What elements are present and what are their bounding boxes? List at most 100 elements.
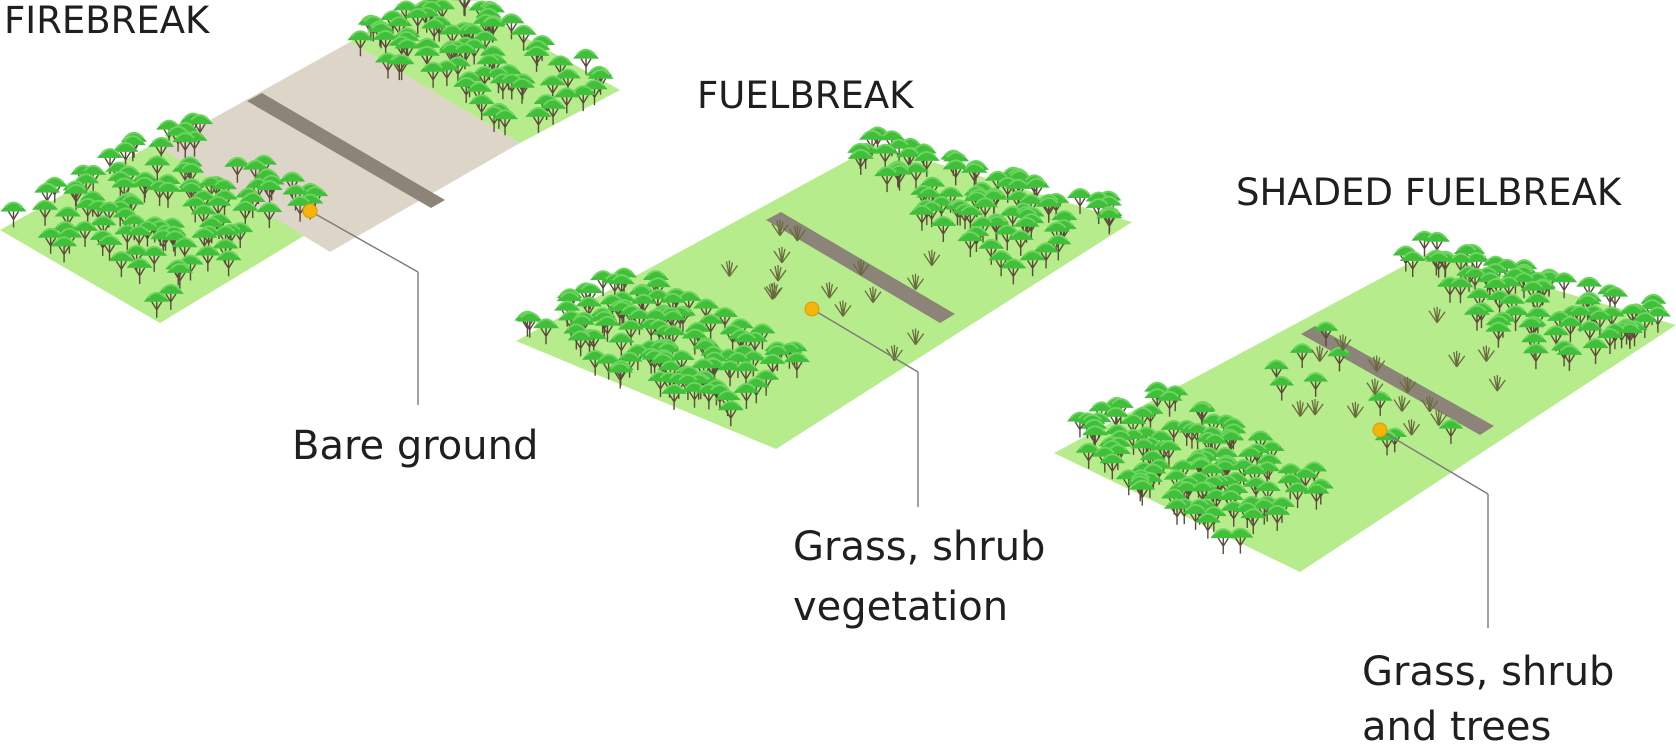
tree-icon xyxy=(1198,463,1225,490)
tree-icon xyxy=(126,225,153,252)
tree-icon xyxy=(239,192,266,219)
tree-icon xyxy=(95,201,122,228)
shrub-icon xyxy=(1393,395,1411,412)
tree-icon xyxy=(847,148,874,175)
tree-icon xyxy=(577,283,604,310)
shaded-fuelbreak-tree-stand-left xyxy=(1066,381,1334,555)
shrub-icon xyxy=(1402,419,1421,436)
shaded-fuelbreak-callout-line-2: and trees xyxy=(1362,704,1551,745)
fuelbreak-tree-stand-left xyxy=(514,267,810,427)
tree-icon xyxy=(1019,250,1046,277)
fuelbreak-shrubs xyxy=(720,219,941,362)
tree-icon xyxy=(533,318,560,345)
tree-icon xyxy=(1188,402,1215,429)
firebreak-title: FIREBREAK xyxy=(4,0,211,42)
firebreak-leader-line xyxy=(309,210,419,273)
tree-icon xyxy=(96,234,123,261)
tree-icon xyxy=(141,245,168,272)
tree-icon xyxy=(1067,187,1094,214)
tree-icon xyxy=(1556,344,1583,371)
shaded-fuelbreak-panel: SHADED FUELBREAK Grass, shrub and trees xyxy=(1054,171,1676,745)
tree-icon xyxy=(1292,467,1319,494)
tree-icon xyxy=(717,400,744,427)
tree-icon xyxy=(594,315,621,342)
tree-icon xyxy=(1586,309,1613,336)
tree-icon xyxy=(525,106,552,133)
shrub-icon xyxy=(1421,395,1439,413)
tree-icon xyxy=(372,29,399,56)
tree-icon xyxy=(166,262,193,289)
tree-icon xyxy=(1485,321,1512,348)
fuelbreak-panel: FUELBREAK Grass, shrub vegetation xyxy=(514,74,1132,630)
tree-icon xyxy=(733,382,760,409)
firebreak-callout-line-1: Bare ground xyxy=(292,423,538,469)
shrub-icon xyxy=(907,328,925,346)
tree-icon xyxy=(1155,440,1182,467)
tree-icon xyxy=(190,204,217,231)
shaded-fuelbreak-callout-line-1: Grass, shrub xyxy=(1362,649,1614,695)
tree-icon xyxy=(553,87,580,114)
tree-icon xyxy=(783,352,810,379)
tree-icon xyxy=(1000,258,1027,285)
tree-icon xyxy=(961,162,988,189)
tree-icon xyxy=(72,220,99,247)
tree-icon xyxy=(988,250,1015,277)
shrub-icon xyxy=(852,259,870,276)
tree-icon xyxy=(1522,343,1549,370)
shrub-icon xyxy=(1428,306,1446,324)
fuelbreak-callout-line-2: vegetation xyxy=(793,584,1008,630)
tree-icon xyxy=(913,150,940,177)
tree-icon xyxy=(573,48,600,75)
tree-icon xyxy=(1102,406,1129,433)
firebreak-tree-stand-left xyxy=(0,112,329,318)
tree-icon xyxy=(1043,221,1070,248)
tree-icon xyxy=(1284,482,1311,509)
tree-icon xyxy=(97,148,124,175)
tree-icon xyxy=(171,237,198,264)
tree-icon xyxy=(930,216,957,243)
tree-icon xyxy=(1035,196,1062,223)
shaded-fuelbreak-title: SHADED FUELBREAK xyxy=(1236,171,1623,214)
tree-icon xyxy=(187,114,214,141)
shrub-icon xyxy=(1306,398,1324,416)
tree-icon xyxy=(570,85,597,112)
tree-icon xyxy=(1462,267,1489,294)
shrub-icon xyxy=(1368,355,1386,372)
tree-icon xyxy=(1367,391,1393,416)
tree-icon xyxy=(1210,528,1237,555)
tree-icon xyxy=(1399,251,1426,278)
tree-icon xyxy=(1033,242,1060,269)
tree-icon xyxy=(1120,414,1147,441)
tree-icon xyxy=(660,310,687,337)
tree-icon xyxy=(1194,512,1221,539)
firebreak-tree-stand-right xyxy=(347,0,614,136)
shrub-icon xyxy=(1311,345,1329,363)
tree-icon xyxy=(711,306,738,333)
tree-icon xyxy=(661,383,688,410)
tree-icon xyxy=(1007,229,1034,256)
tree-icon xyxy=(32,199,59,226)
tree-icon xyxy=(567,330,594,357)
shrub-icon xyxy=(769,265,787,282)
tree-icon xyxy=(155,181,182,208)
tree-icon xyxy=(1045,234,1072,261)
tree-icon xyxy=(539,75,566,102)
shaded-fuelbreak-tree-stand-right xyxy=(1392,230,1671,371)
fuelbreak-tree-stand-right xyxy=(847,126,1123,285)
tree-icon xyxy=(630,293,657,320)
shrub-icon xyxy=(864,286,882,304)
tree-icon xyxy=(1447,277,1474,304)
shaded-fuelbreak-scattered-trees xyxy=(1264,321,1464,456)
tree-icon xyxy=(205,195,232,222)
tree-icon xyxy=(143,291,170,318)
tree-icon xyxy=(1096,208,1123,235)
tree-icon xyxy=(1156,390,1183,417)
tree-icon xyxy=(1303,483,1330,510)
fuelbreak-callout-dot xyxy=(804,301,820,317)
firebreak-road xyxy=(247,93,445,208)
tree-icon xyxy=(753,369,780,396)
tree-icon xyxy=(942,159,969,186)
tree-icon xyxy=(523,45,550,72)
tree-icon xyxy=(420,61,447,88)
tree-icon xyxy=(468,94,495,121)
